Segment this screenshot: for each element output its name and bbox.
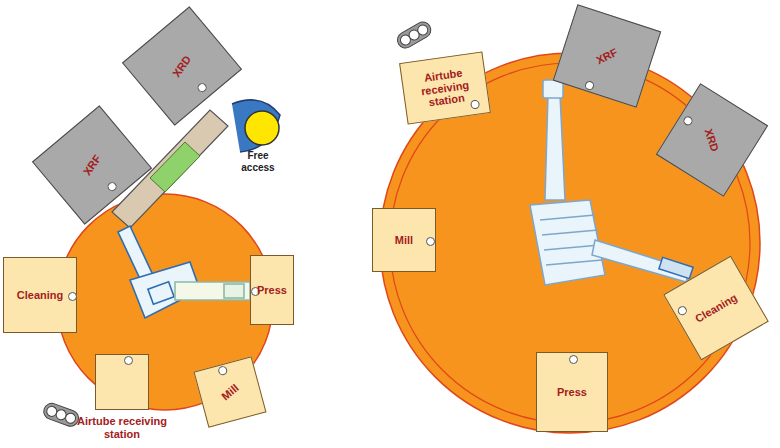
box-label: Press <box>255 282 289 299</box>
connection-point <box>426 237 435 246</box>
box-label: XRD <box>700 124 724 155</box>
connection-point <box>124 356 133 365</box>
connection-point <box>681 115 693 127</box>
box-label: Mill <box>393 232 415 249</box>
station-box: Mill <box>372 208 436 272</box>
connection-point <box>584 79 595 90</box>
station-box: Press <box>250 255 294 325</box>
box-label: XRD <box>167 50 196 82</box>
box-label: Mill <box>216 378 244 405</box>
access-note: Free access <box>236 150 280 173</box>
box-label: Cleaning <box>15 287 65 304</box>
airtube-icon <box>395 19 434 51</box>
connection-point <box>106 181 119 194</box>
box-label: Airtube receiving station <box>60 413 184 442</box>
operator-body <box>232 100 280 152</box>
connection-point <box>677 305 689 317</box>
instrument-box: XRD <box>122 6 242 125</box>
conveyor-segment <box>150 142 200 192</box>
station-box: Press <box>536 352 608 432</box>
operator-head <box>245 111 279 145</box>
connection-point <box>217 366 228 377</box>
connection-point <box>196 82 209 95</box>
box-label: XRF <box>78 150 107 181</box>
robot-arm <box>530 80 693 285</box>
box-label: Cleaning <box>690 288 742 328</box>
station-box: Airtube receiving station <box>95 354 149 410</box>
box-label: XRF <box>592 43 623 70</box>
connection-point <box>68 292 77 301</box>
box-label: Press <box>555 384 589 401</box>
connection-point <box>470 100 480 110</box>
station-box: Cleaning <box>3 257 77 333</box>
airtube-icon <box>42 401 81 428</box>
robot-arm <box>118 226 250 318</box>
connection-point <box>569 355 578 364</box>
station-box: Airtube receiving station <box>399 51 491 124</box>
